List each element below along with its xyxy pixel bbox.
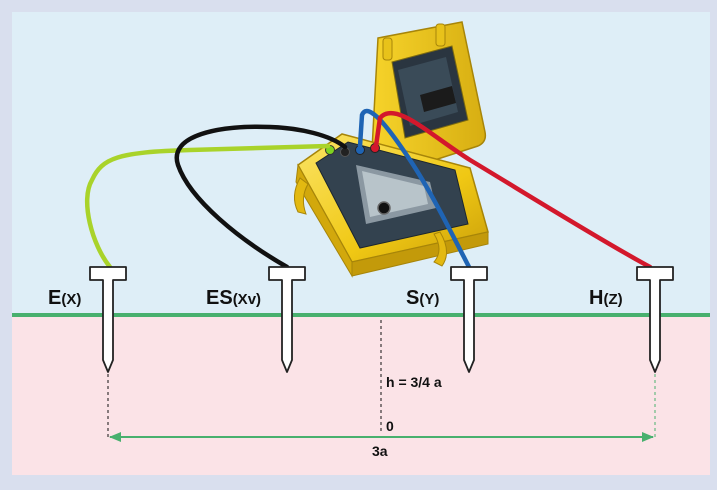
- cable-s: [357, 108, 472, 270]
- ground-stake-icon: [89, 266, 127, 373]
- cable-es: [174, 124, 348, 270]
- cable-h: [373, 110, 653, 270]
- origin-label: 0: [386, 418, 394, 434]
- cable-e: [84, 143, 331, 270]
- probe-label-e: E(X): [48, 287, 81, 309]
- ground-stake-icon: [268, 266, 306, 373]
- depth-label: h = 3/4 a: [386, 374, 442, 390]
- earth-resistance-tester-icon: [294, 21, 489, 278]
- probe-label-h: H(Z): [589, 287, 623, 309]
- probe-label-s: S(Y): [406, 287, 439, 309]
- ground-stake-icon: [636, 266, 674, 373]
- distance-label: 3a: [372, 443, 388, 459]
- probe-label-es: ES(Xv): [206, 287, 261, 309]
- ground-panel: [12, 315, 710, 475]
- ground-stake-icon: [450, 266, 488, 373]
